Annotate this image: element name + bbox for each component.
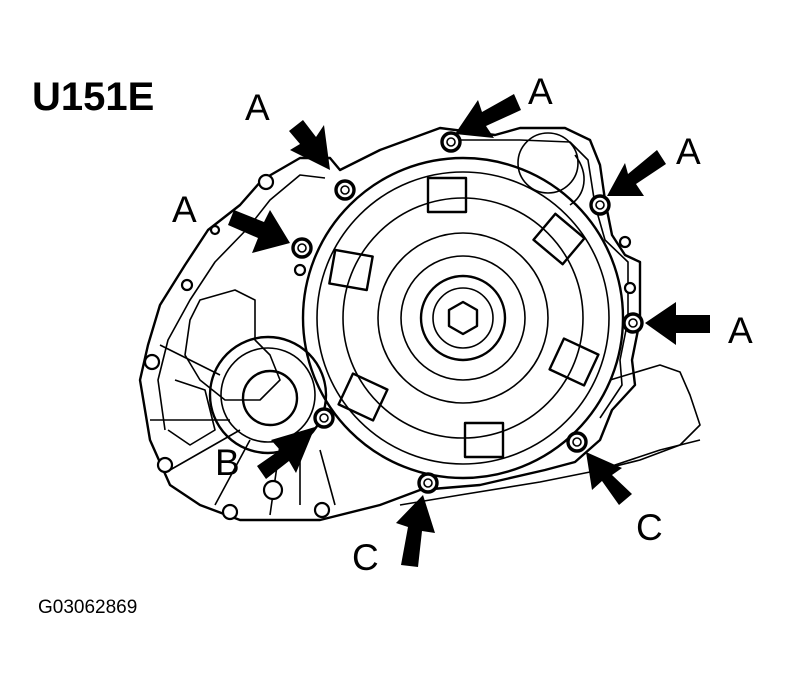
arrow-icon (396, 495, 435, 567)
converter-lugs (328, 176, 600, 459)
callout-label: C (352, 537, 379, 578)
arrow-icon (257, 427, 315, 479)
bolt-upper-left-1 (334, 179, 356, 201)
callout-label: A (728, 310, 753, 351)
callout-label: A (172, 189, 197, 230)
callout-label: A (528, 71, 553, 112)
bolt-lower-left (313, 407, 335, 429)
callout-arrows (228, 94, 710, 567)
torque-converter (301, 156, 625, 480)
arrow-icon (607, 150, 666, 196)
arrow-icon (645, 302, 710, 345)
callout-label: A (245, 87, 270, 128)
figure-code: G03062869 (38, 597, 137, 618)
arrow-icon (586, 452, 632, 505)
arrow-icon (228, 210, 290, 253)
arrow-icon (455, 94, 521, 138)
bolt-top (440, 131, 462, 153)
callout-label: C (636, 507, 663, 548)
bolts (291, 131, 644, 494)
bolt-upper-left-2 (291, 237, 313, 259)
bolt-right (622, 312, 644, 334)
arrow-icon (289, 120, 330, 170)
callout-labels: A A A A A B C C (172, 71, 753, 578)
differential-bore (208, 335, 328, 455)
model-title: U151E (32, 75, 154, 119)
bolt-bottom-center (417, 472, 439, 494)
callout-label: A (676, 131, 701, 172)
bolt-bottom-right (566, 431, 588, 453)
housing-holes (143, 173, 637, 521)
callout-label: B (215, 442, 240, 483)
bolt-upper-right (589, 194, 611, 216)
hex-nut-icon (447, 300, 479, 336)
